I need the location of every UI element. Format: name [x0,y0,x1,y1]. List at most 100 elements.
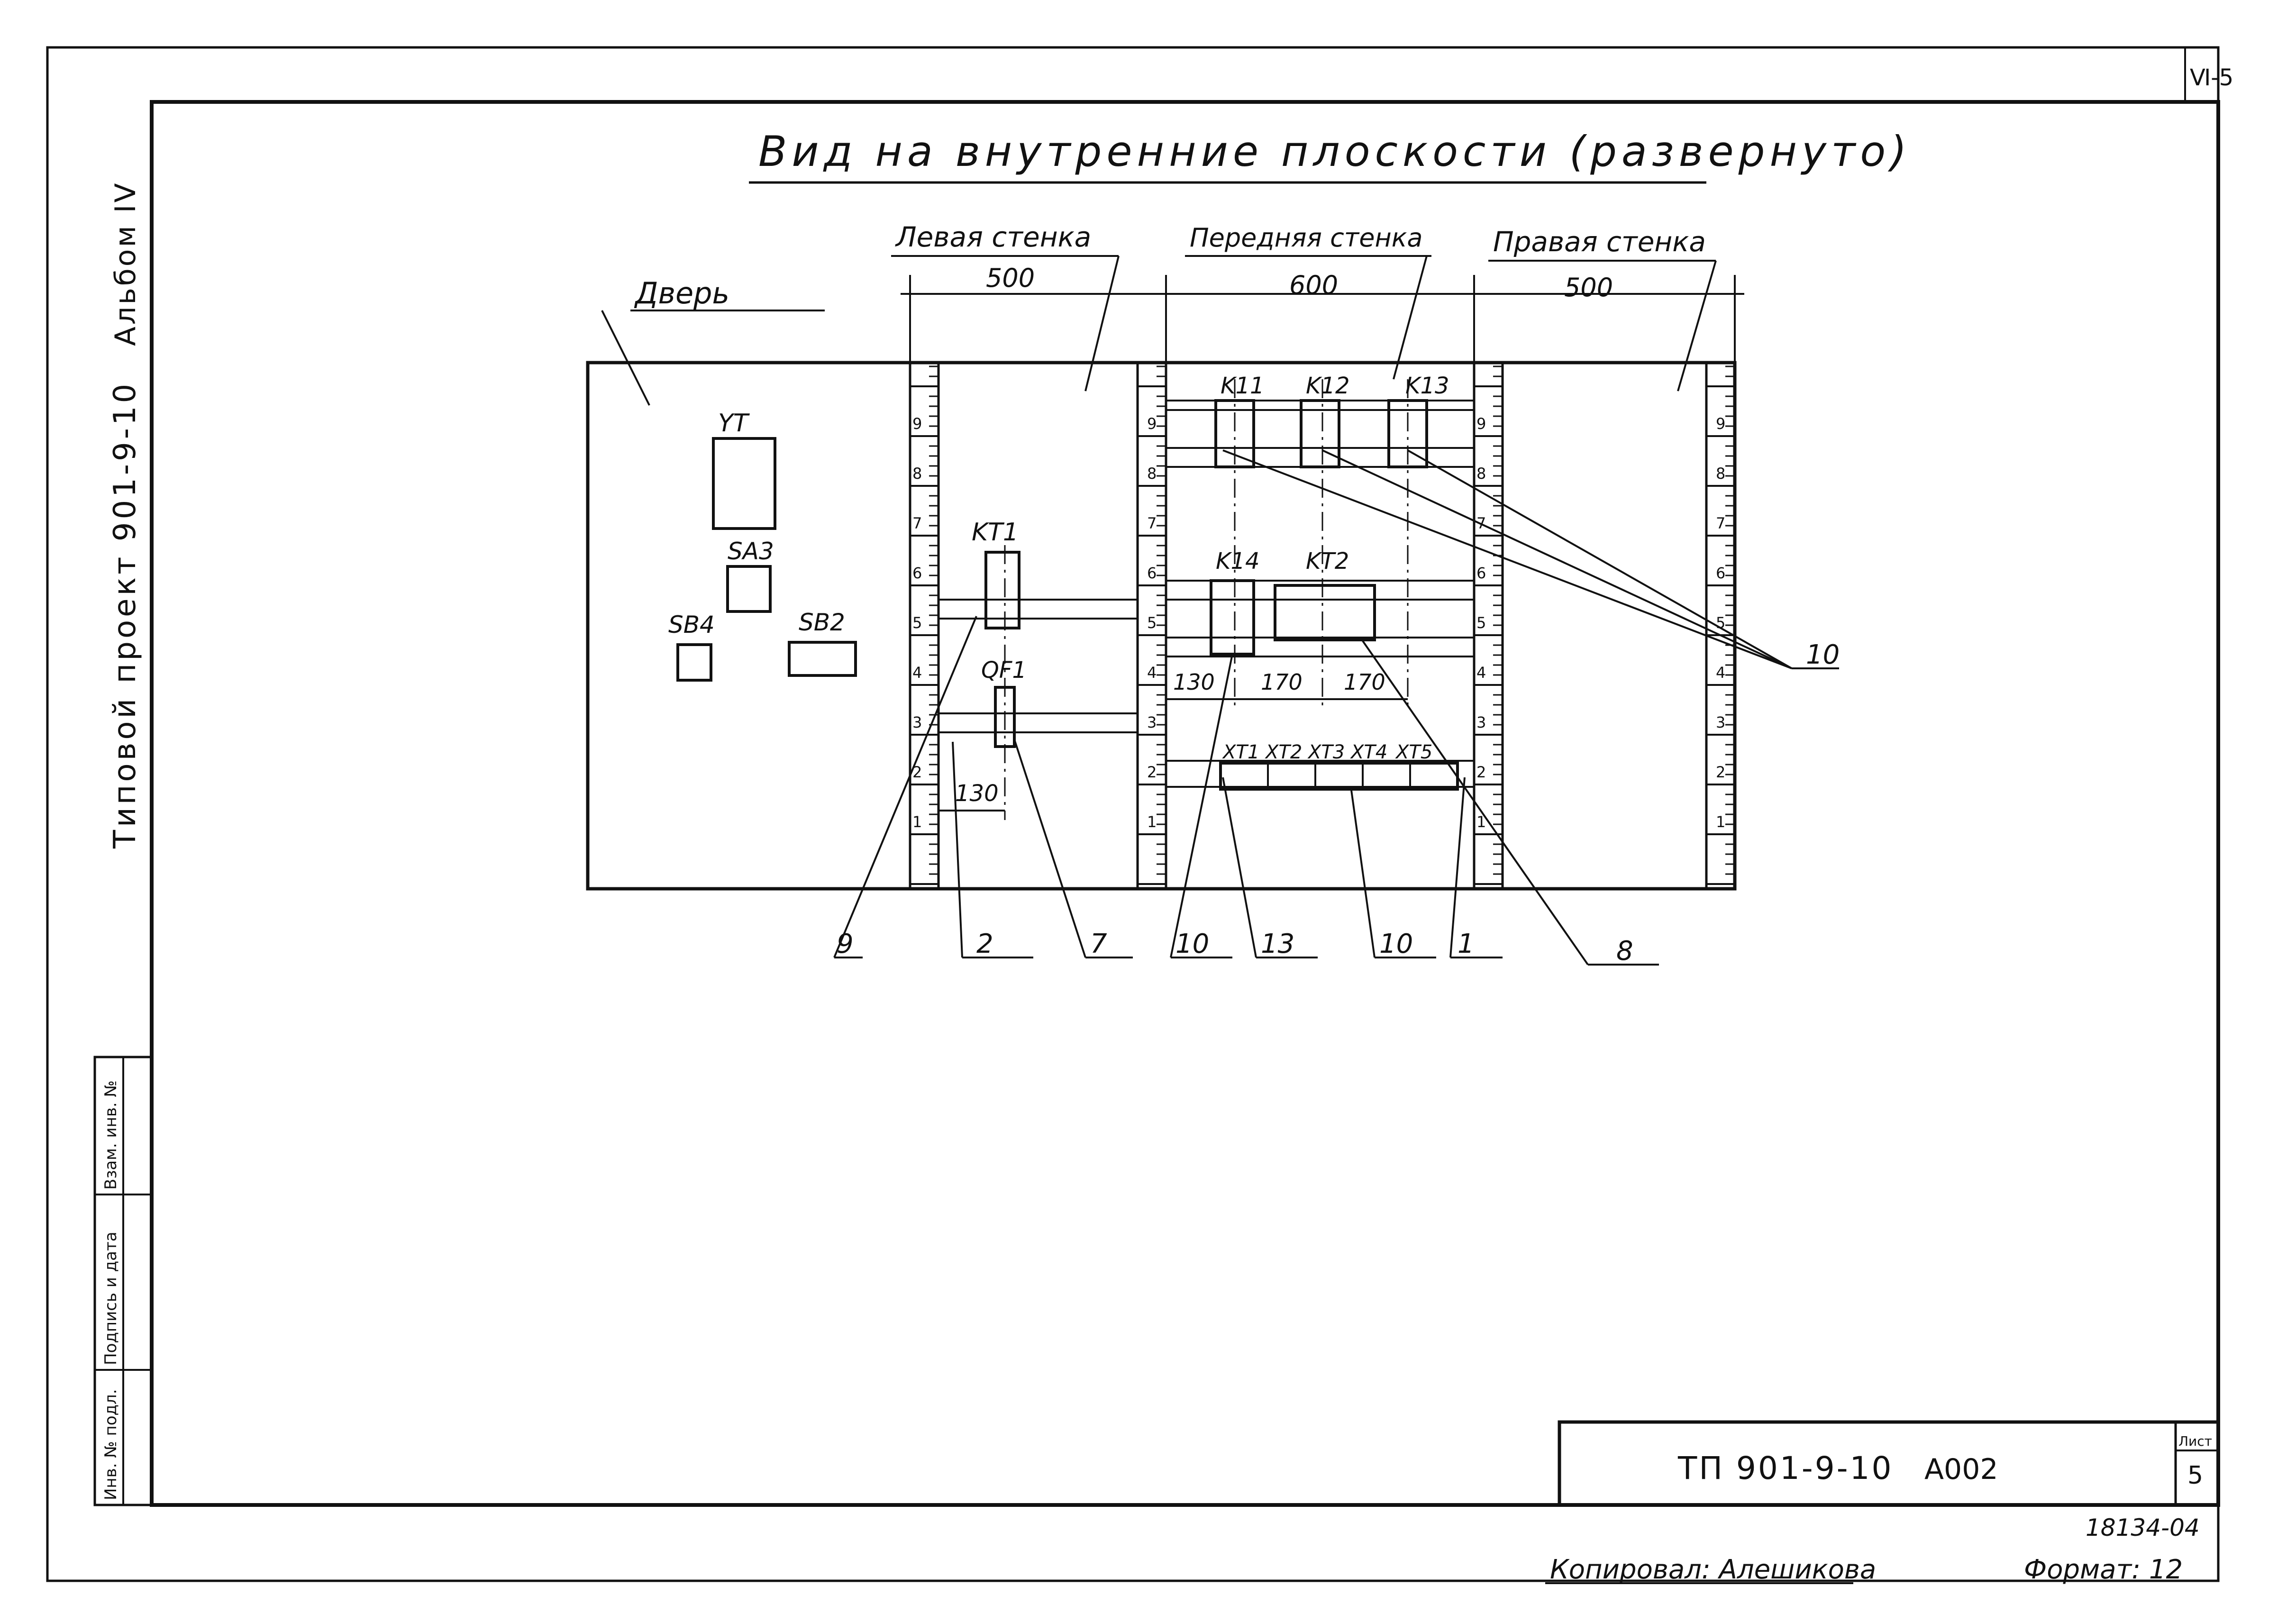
label-sb4: SB4 [668,611,715,638]
scale-mark: 3 [1476,713,1486,731]
label-kt1: KT1 [972,518,1019,547]
sheet-number: 5 [2187,1461,2203,1490]
callout-2: 2 [976,929,993,959]
label-xt5: XT5 [1395,741,1432,763]
scale-mark: 9 [1147,415,1157,433]
scale-mark: 7 [1147,514,1157,532]
sheet-label: Лист [2178,1433,2212,1449]
dim-right-width: 500 [1564,273,1613,302]
scale-mark: 8 [1716,465,1725,483]
callout-10r: 10 [1806,639,1840,670]
scale-mark: 5 [1476,614,1486,632]
label-xt4: XT4 [1350,741,1387,763]
device-sa3 [726,565,772,613]
label-k13: K13 [1405,373,1449,399]
scale-mark: 2 [1476,763,1486,781]
callout-9: 9 [837,929,854,959]
scale-mark: 8 [1147,465,1157,483]
scale-mark: 7 [912,514,922,532]
title-block: ТП 901-9-10 А002 Лист 5 [1558,1420,2220,1507]
ruler-numbers: 1 2 3 4 5 6 7 8 9 1 2 3 4 5 6 7 8 9 1 2 … [912,415,1725,831]
scale-mark: 5 [912,614,922,632]
label-k11: K11 [1221,373,1265,399]
scale-mark: 8 [912,465,922,483]
dim-left-offset: 130 [955,780,999,807]
side-label-group: Типовой проект 901-9-10 [108,381,143,849]
device-sb4 [676,643,712,682]
project-code: ТП 901-9-10 [1677,1450,1894,1486]
device-kt1 [984,551,1020,629]
callout-13: 13 [1261,929,1294,959]
front-wall-leader [1393,255,1428,380]
scale-mark: 7 [1716,514,1725,532]
scale-mark: 9 [1476,415,1486,433]
scale-mark: 1 [912,813,922,831]
device-k12 [1300,399,1340,468]
scale-mark: 4 [1476,664,1486,682]
scale-mark: 8 [1476,465,1486,483]
stamp-cell-1: Инв. № подл. [101,1389,120,1500]
label-front-wall: Передняя стенка [1190,223,1422,253]
label-xt3: XT3 [1307,741,1345,763]
scale-mark: 2 [1147,763,1157,781]
label-sb2: SB2 [799,609,845,636]
label-k14: K14 [1216,548,1260,574]
copied-by: Копировал: Алешикова [1550,1554,1876,1585]
device-k11 [1214,399,1255,468]
device-k14 [1210,579,1255,656]
right-wall-leader [1677,260,1717,392]
dim-front-step2: 170 [1344,669,1385,695]
device-k13 [1387,399,1428,468]
scale-mark: 2 [1716,763,1725,781]
label-door: Дверь [634,276,729,310]
callout-10a: 10 [1175,929,1209,959]
door-leader [601,310,650,406]
scale-mark: 3 [1716,713,1725,731]
label-qf1: QF1 [981,657,1027,684]
dim-front-width: 600 [1289,270,1338,300]
inner-frame [150,100,2220,1507]
scale-mark: 1 [1147,813,1157,831]
device-sb2 [788,641,857,677]
stamp-cell-2: Подпись и дата [101,1231,120,1365]
callouts: 9 2 7 10 13 10 1 8 10 [833,449,1840,967]
label-kt2: KT2 [1306,548,1349,574]
callout-1: 1 [1458,929,1475,959]
left-stamp: Инв. № подл. Подпись и дата Взам. инв. № [93,1056,153,1506]
scale-mark: 9 [1716,415,1725,433]
scale-mark: 1 [1476,813,1486,831]
label-yt: YT [718,409,750,438]
scale-mark: 4 [912,664,922,682]
doc-number: 18134-04 [2086,1514,2200,1541]
callout-8: 8 [1616,936,1633,967]
scale-mark: 6 [1147,564,1157,582]
label-xt1: XT1 [1222,741,1259,763]
corner-mark: Ⅵ-5 [2190,64,2233,91]
dim-front-step1: 170 [1261,669,1303,695]
scale-mark: 4 [1147,664,1157,682]
sheet-code: А002 [1924,1453,1998,1486]
callout-10b: 10 [1379,929,1413,959]
scale-mark: 3 [912,713,922,731]
scale-mark: 9 [912,415,922,433]
callout-7: 7 [1090,929,1107,959]
terminal-strip [1219,762,1459,791]
scale-mark: 1 [1716,813,1725,831]
label-right-wall: Правая стенка [1493,226,1706,258]
scale-mark: 5 [1147,614,1157,632]
device-yt [712,437,776,530]
stamp-cell-3: Взам. инв. № [101,1080,120,1190]
side-album-label: Альбом IV [109,181,142,346]
drawing-title: Вид на внутренние плоскости (развернуто) [758,127,1912,176]
label-xt2: XT2 [1265,741,1302,763]
label-k12: K12 [1306,373,1350,399]
dim-left-width: 500 [986,263,1035,293]
outer-frame [46,46,2220,1582]
format-label: Формат: 12 [2024,1554,2183,1585]
scale-mark: 4 [1716,664,1725,682]
scale-mark: 2 [912,763,922,781]
left-wall-leader [1084,255,1120,392]
scale-mark: 3 [1147,713,1157,731]
dim-front-offset: 130 [1173,669,1215,695]
